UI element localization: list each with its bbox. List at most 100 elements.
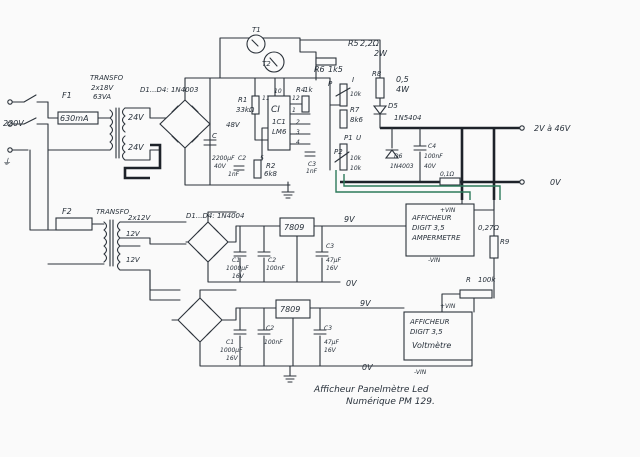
svg-text:4: 4: [296, 139, 300, 146]
d5-part: 1N5404: [394, 114, 422, 122]
d6-label: D6: [394, 153, 403, 160]
ammeter-line2: DIGIT 3,5: [412, 224, 445, 232]
output-stage: R8 0,5 4W D5 1N5404 2V à 46V D6 1N4003 C…: [335, 70, 571, 200]
r2: [253, 159, 262, 179]
pot-p1-label: P1: [344, 134, 353, 142]
r-extra: 6k8: [264, 170, 278, 178]
r6-label: R6: [314, 65, 325, 74]
c3-value: 1nF: [306, 168, 318, 175]
d6-part: 1N4003: [390, 163, 414, 170]
svg-text:⏚: ⏚: [2, 157, 11, 168]
ammeter-box: [405, 203, 475, 257]
r8-value: 0,5: [396, 75, 409, 84]
divider-resistor: [459, 289, 493, 299]
reg-amp-part: 7809: [284, 223, 304, 232]
volt-c3-value: 47µF: [324, 339, 339, 346]
voltmeter-line2: DIGIT 3,5: [410, 328, 443, 336]
output-positive-label: 2V à 46V: [534, 124, 571, 133]
divider-network: R9 0,27Ω R 100k: [441, 199, 510, 319]
r5-label: R5: [348, 39, 359, 48]
divider-value: 100k: [478, 276, 496, 284]
transformer-1: TRANSFO 2x18V 63VA 24V 24V: [90, 74, 171, 180]
ammeter-display: AFFICHEUR DIGIT 3,5 AMPERMETRE +VIN -VIN: [405, 199, 495, 264]
amp-c2-label: C2: [268, 257, 276, 264]
i-mark: I: [352, 76, 354, 84]
ammeter-pin-minus: -VIN: [428, 257, 441, 264]
r7: [339, 109, 348, 129]
pot-p1: [339, 143, 348, 171]
bridge-1-label: D1...D4: 1N4003: [140, 86, 198, 94]
amp-c3-label: C3: [326, 243, 334, 250]
winding-2b-label: 12V: [126, 256, 141, 264]
voltmeter-pin-plus: +VIN: [440, 303, 456, 310]
voltmeter-line3: Voltmètre: [412, 340, 451, 350]
volt-c1-label: C1: [226, 339, 234, 346]
amp-c3-value: 47µF: [326, 257, 341, 264]
volt-c2-value: 100nF: [264, 339, 283, 346]
bridge-rectifier-3: [177, 297, 223, 343]
amp-supply-9v: 9V: [344, 215, 355, 224]
t2-label: T2: [262, 60, 271, 68]
ammeter-pin-plus: +VIN: [440, 207, 456, 214]
ic-part: LM6: [272, 128, 287, 136]
sense-resistor: [439, 177, 461, 186]
c2-value: 1nF: [228, 171, 240, 178]
volt-c1-voltage: 16V: [226, 355, 239, 362]
c2-label: C2: [238, 155, 246, 162]
winding-a-label: 24V: [128, 113, 144, 122]
svg-text:12: 12: [292, 95, 300, 102]
regulator-block: T1 T2 R5 2,2Ω 2W R6 1k5 R1 33kΩ CI 1C1 L…: [209, 26, 388, 199]
volt-c3-label: C3: [324, 325, 332, 332]
ic-lm723: [267, 95, 291, 151]
fuse-f1-rating: 630mA: [60, 114, 89, 123]
r4-label: R4: [296, 86, 305, 94]
r8-label: R8: [372, 70, 382, 78]
voltmeter-line1: AFFICHEUR: [409, 318, 450, 326]
footer-note: Afficheur Panelmètre Led Numérique PM 12…: [313, 384, 435, 407]
ic-ref: 1C1: [272, 118, 286, 126]
fuse-f2-label: F2: [62, 207, 72, 216]
mains-input: 220V ⏚ F1 630mA: [2, 91, 111, 171]
divider-label: R: [466, 276, 471, 284]
svg-text:3: 3: [296, 129, 300, 136]
bridge-rectifier-1: D1...D4: 1N4003: [140, 77, 291, 186]
amp-c1-value: 1000µF: [226, 265, 249, 272]
main-filter-capacitor: C 2200µF 40V 48V: [203, 121, 241, 170]
r2-label: R2: [266, 162, 276, 170]
d5-label: D5: [388, 102, 398, 110]
r9-value: 0,27Ω: [478, 224, 500, 232]
bridge-2-label: D1...D4: 1N4004: [186, 212, 244, 220]
c4-value: 100nF: [424, 153, 443, 160]
svg-text:2: 2: [296, 119, 300, 126]
u-mark: U: [356, 134, 361, 142]
transformer-1-rating-2: 63VA: [93, 93, 111, 101]
fuse-f2: [55, 217, 93, 231]
voltmeter-display: AFFICHEUR DIGIT 3,5 Voltmètre +VIN -VIN: [403, 303, 473, 376]
voltmeter-pin-minus: -VIN: [414, 369, 427, 376]
amp-c1-voltage: 16V: [232, 273, 245, 280]
transformer-1-title: TRANSFO: [90, 74, 124, 82]
c4-label: C4: [428, 143, 436, 150]
winding-b-label: 24V: [128, 143, 144, 152]
amp-c2-value: 100nF: [266, 265, 285, 272]
pot-p-value: 10k: [350, 91, 362, 98]
voltmeter-supply: 7809 9V 0V C1 1000µF 16V C2 100nF C3 47µ…: [149, 269, 407, 383]
transformer-1-rating-1: 2x18V: [91, 84, 115, 92]
r6: [315, 57, 337, 66]
volt-c1-value: 1000µF: [220, 347, 243, 354]
amp-supply-0v: 0V: [346, 279, 357, 288]
r9-label: R9: [500, 238, 510, 246]
footer-line1: Afficheur Panelmètre Led: [313, 384, 429, 395]
r1-label: R1: [238, 96, 247, 104]
reg-volt-part: 7809: [280, 305, 300, 314]
r4-value: 1k: [304, 86, 313, 94]
pot-p: [339, 83, 348, 107]
pot-p-label: P: [328, 80, 333, 88]
ammeter-supply: D1...D4: 1N4004 7809 9V 0V C1 1000µF 16V…: [185, 211, 411, 288]
cap-main-voltage: 40V: [214, 163, 227, 170]
ammeter-line3: AMPERMETRE: [411, 234, 461, 242]
volt-supply-9v: 9V: [360, 299, 371, 308]
amp-c1-label: C1: [232, 257, 240, 264]
svg-text:1: 1: [292, 107, 296, 114]
